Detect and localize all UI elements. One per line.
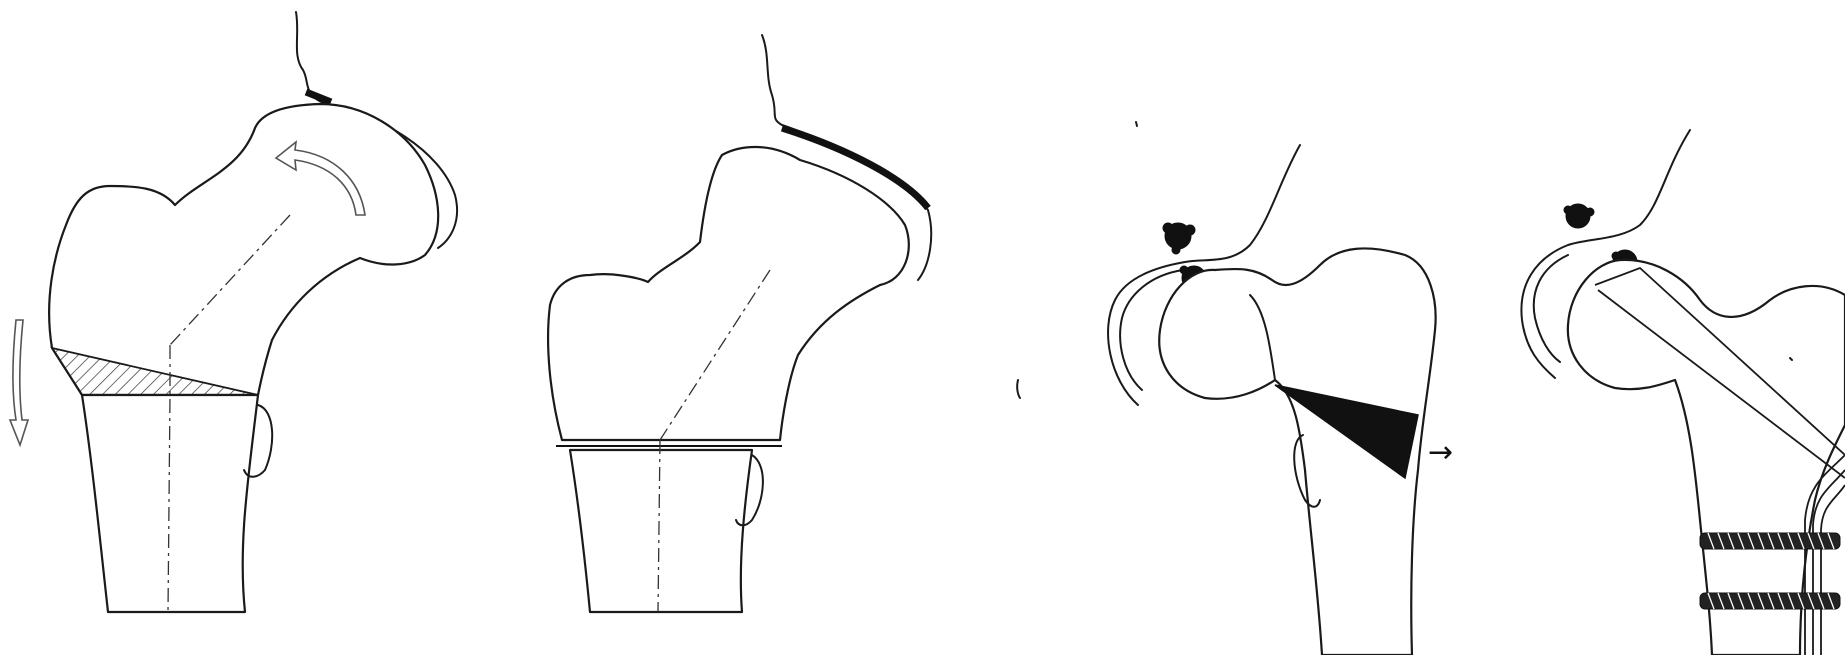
tick-mark — [1790, 358, 1792, 360]
cartilage-mark — [306, 92, 331, 102]
tick-mark — [1136, 122, 1137, 126]
wire-knot-upper — [1163, 223, 1195, 254]
side-plate — [1821, 485, 1845, 655]
direction-arrow: → — [1428, 435, 1453, 470]
panel-2 — [548, 35, 931, 612]
acetabulum-inner-line — [1534, 255, 1568, 362]
side-plate — [1813, 470, 1845, 655]
screw-1 — [1700, 533, 1840, 549]
wire-knot-upper — [1564, 204, 1594, 228]
tick-mark — [1017, 380, 1020, 398]
proximal-fragment — [49, 104, 438, 395]
proximal-fragment — [548, 147, 909, 440]
rotation-arrow-side — [10, 320, 28, 445]
panel-4 — [1521, 130, 1845, 655]
femoral-shaft — [570, 450, 752, 612]
screw-2 — [1700, 593, 1840, 609]
panel-3: → — [1017, 122, 1453, 655]
panel-1 — [10, 12, 457, 612]
